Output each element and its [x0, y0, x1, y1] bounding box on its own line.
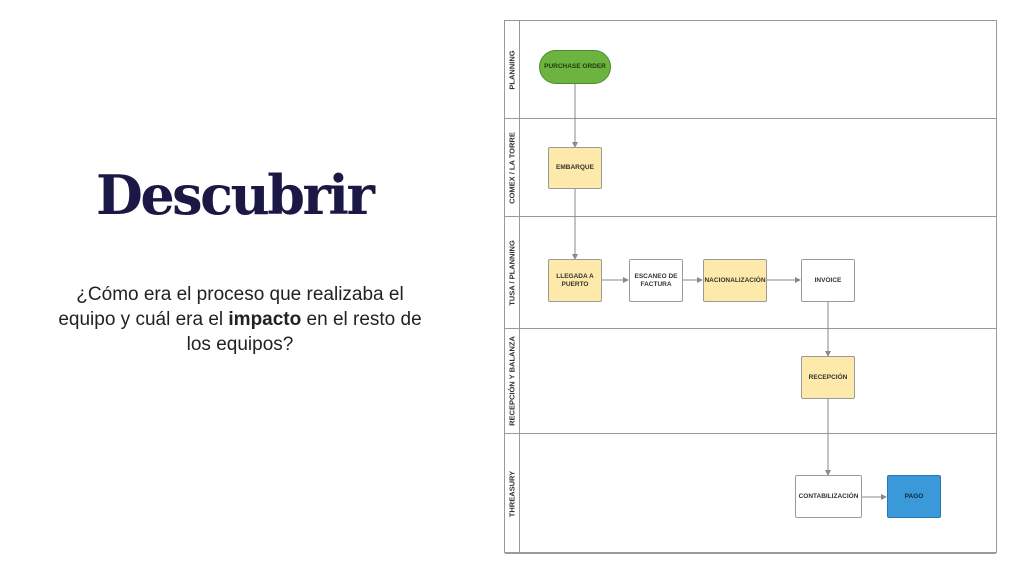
swimlane-diagram: PLANNING COMEX / LA TORRE TUSA / PLANNIN… — [504, 20, 997, 554]
slide-subtitle: ¿Cómo era el proceso que realizaba el eq… — [50, 282, 430, 357]
lane-planning: PLANNING — [505, 21, 996, 119]
subtitle-emphasis: impacto — [228, 309, 302, 330]
node-contabilizacion: CONTABILIZACIÓN — [795, 475, 862, 518]
node-purchase-order: PURCHASE ORDER — [539, 50, 611, 84]
subtitle-text-start: ¿Cómo era el proceso que realizaba el eq… — [58, 284, 404, 330]
node-llegada-a-puerto: LLEGADA A PUERTO — [548, 259, 602, 302]
node-recepcion: RECEPCIÓN — [801, 356, 855, 399]
node-invoice: INVOICE — [801, 259, 855, 302]
lane-tusa: TUSA / PLANNING — [505, 217, 996, 329]
lane-comex: COMEX / LA TORRE — [505, 119, 996, 217]
lane-threasury: THREASURY — [505, 434, 996, 554]
slide-title: Descubrir — [96, 163, 375, 227]
node-embarque: EMBARQUE — [548, 147, 602, 189]
flow-arrows — [572, 84, 887, 500]
lane-recepcion: RECEPCIÓN Y BALANZA — [505, 329, 996, 434]
subtitle-text-end: en el resto de los equipos? — [186, 309, 422, 355]
node-nacionalizacion: NACIONALIZACIÓN — [703, 259, 767, 302]
node-escaneo-de-factura: ESCANEO DE FACTURA — [629, 259, 683, 302]
node-pago: PAGO — [887, 475, 941, 518]
